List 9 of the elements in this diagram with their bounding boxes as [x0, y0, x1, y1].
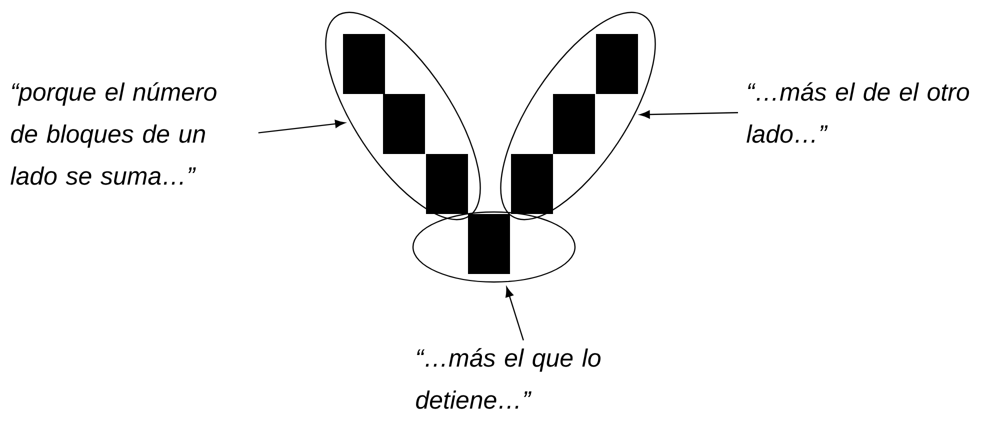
- arrow: [640, 110, 738, 119]
- ellipse-outline: [412, 211, 576, 283]
- ellipse-outline: [500, 12, 656, 220]
- quote-text: “porque el número de bloques de un lado se suma…”: [10, 82, 216, 185]
- quote-text: “…más el de el otro lado…”: [746, 82, 970, 143]
- ellipse-outline: [325, 12, 481, 220]
- arrow: [506, 286, 524, 340]
- quote-text: “…más el que lo detiene…”: [416, 348, 601, 409]
- arrow: [258, 120, 346, 134]
